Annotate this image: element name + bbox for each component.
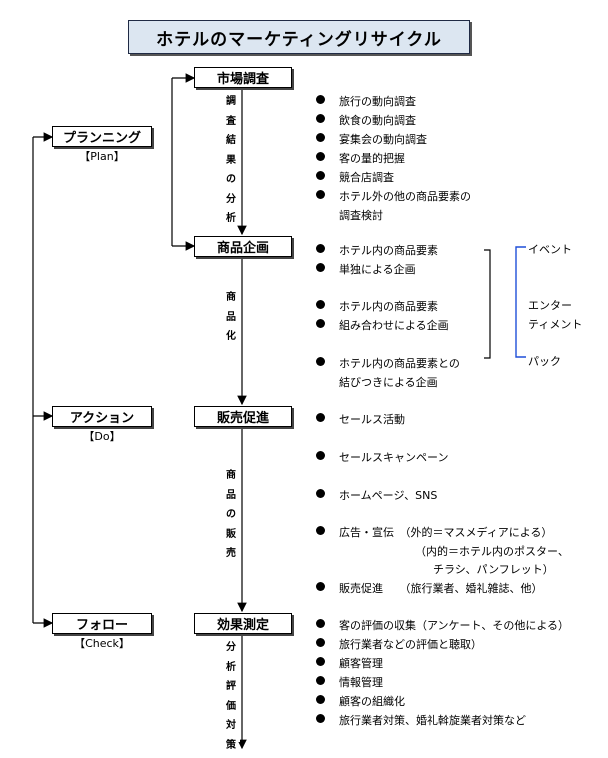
list-item: 組み合わせによる企画 xyxy=(316,317,449,333)
vertical-char: 評 xyxy=(226,681,236,692)
list-item: セールス活動 xyxy=(316,411,405,427)
bullet-icon xyxy=(316,300,325,309)
bullet-icon xyxy=(316,190,325,199)
bullet-icon xyxy=(316,152,325,161)
label-event: イベント xyxy=(528,243,572,256)
step-product-planning: 商品企画 xyxy=(194,236,292,257)
step-sales-promotion: 販売促進 xyxy=(194,406,292,427)
vertical-char: 析 xyxy=(226,661,236,673)
vertical-char: 商 xyxy=(226,470,236,481)
step-market-research: 市場調査 xyxy=(194,67,292,88)
list-item: 客の量的把握 xyxy=(316,150,405,166)
list-item-continued: 調査検討 xyxy=(339,209,383,222)
label-entertainment-2: ティメント xyxy=(528,318,583,331)
vertical-char: 査 xyxy=(226,115,236,127)
list-item: 旅行業者対策、婚礼斡旋業者対策など xyxy=(316,712,526,728)
list-item: 飲食の動向調査 xyxy=(316,112,416,128)
bullet-icon xyxy=(316,676,325,685)
bullet-icon xyxy=(316,489,325,498)
transition-evaluation: 分析評価対策 xyxy=(222,638,240,751)
vertical-char: 品 xyxy=(226,311,236,323)
stage-action: アクション xyxy=(52,406,152,427)
stage-action-sub: 【Do】 xyxy=(83,430,121,443)
bullet-icon xyxy=(316,582,325,591)
list-item: 顧客の組織化 xyxy=(316,693,405,709)
transition-productization: 商品化 xyxy=(222,288,240,350)
bullet-icon xyxy=(316,451,325,460)
bullet-icon xyxy=(316,638,325,647)
list-item-continued: （内的＝ホテル内のポスター、 xyxy=(415,545,569,558)
list-item: ホテル内の商品要素 xyxy=(316,242,438,258)
list-item: ホテル内の商品要素との xyxy=(316,355,460,371)
bullet-icon xyxy=(316,357,325,366)
vertical-char: 化 xyxy=(226,331,236,342)
vertical-char: 価 xyxy=(226,700,236,712)
vertical-char: 調 xyxy=(226,96,236,107)
list-item: 顧客管理 xyxy=(316,655,383,671)
list-item: セールスキャンペーン xyxy=(316,449,448,465)
bullet-icon xyxy=(316,244,325,253)
vertical-char: 販 xyxy=(226,528,236,540)
list-item: ホテル内の商品要素 xyxy=(316,298,438,314)
vertical-char: 商 xyxy=(226,292,236,303)
bullet-icon xyxy=(316,695,325,704)
vertical-char: 策 xyxy=(226,739,236,751)
stage-follow-sub: 【Check】 xyxy=(74,637,130,650)
list-item-continued: 結びつきによる企画 xyxy=(339,376,438,389)
vertical-char: 析 xyxy=(226,213,236,224)
bullet-icon xyxy=(316,133,325,142)
bullet-icon xyxy=(316,95,325,104)
vertical-char: 分 xyxy=(226,193,236,205)
bullet-icon xyxy=(316,657,325,666)
transition-selling: 商品の販売 xyxy=(222,466,240,559)
stage-planning-sub: 【Plan】 xyxy=(79,150,125,163)
list-item: 客の評価の収集（アンケート、その他による） xyxy=(316,617,569,633)
bullet-icon xyxy=(316,413,325,422)
list-item: 単独による企画 xyxy=(316,261,416,277)
stage-follow: フォロー xyxy=(52,613,152,634)
list-item: 旅行業者などの評価と聴取） xyxy=(316,636,482,652)
step-effect-measurement: 効果測定 xyxy=(194,613,292,634)
list-item-continued: チラシ、パンフレット） xyxy=(433,563,554,576)
vertical-char: 対 xyxy=(226,720,236,731)
planning-blue-bracket xyxy=(515,246,526,358)
list-item: 競合店調査 xyxy=(316,169,394,185)
vertical-char: 果 xyxy=(226,154,236,166)
transition-analysis: 調査結果の分析 xyxy=(222,92,240,224)
list-item: ホームページ、SNS xyxy=(316,487,437,503)
list-item: 旅行の動向調査 xyxy=(316,93,416,109)
bullet-icon xyxy=(316,714,325,723)
list-item: 販売促進 （旅行業者、婚礼雑誌、他） xyxy=(316,580,543,596)
bullet-icon xyxy=(316,114,325,123)
bullet-icon xyxy=(316,526,325,535)
list-item: 情報管理 xyxy=(316,674,383,690)
label-pack: パック xyxy=(528,355,561,368)
planning-right-bracket xyxy=(484,249,491,359)
list-item: ホテル外の他の商品要素の xyxy=(316,188,471,204)
stage-planning: プランニング xyxy=(52,126,152,147)
bullet-icon xyxy=(316,263,325,272)
bullet-icon xyxy=(316,619,325,628)
page-title: ホテルのマーケティングリサイクル xyxy=(128,20,470,54)
vertical-char: 売 xyxy=(226,548,236,559)
list-item: 宴集会の動向調査 xyxy=(316,131,427,147)
bullet-icon xyxy=(316,319,325,328)
vertical-char: の xyxy=(226,174,236,185)
bullet-icon xyxy=(316,171,325,180)
vertical-char: 分 xyxy=(226,642,236,653)
vertical-char: の xyxy=(226,509,236,520)
vertical-char: 品 xyxy=(226,489,236,501)
label-entertainment-1: エンター xyxy=(528,299,572,312)
list-item: 広告・宣伝 （外的＝マスメディアによる） xyxy=(316,524,552,540)
vertical-char: 結 xyxy=(226,135,236,146)
